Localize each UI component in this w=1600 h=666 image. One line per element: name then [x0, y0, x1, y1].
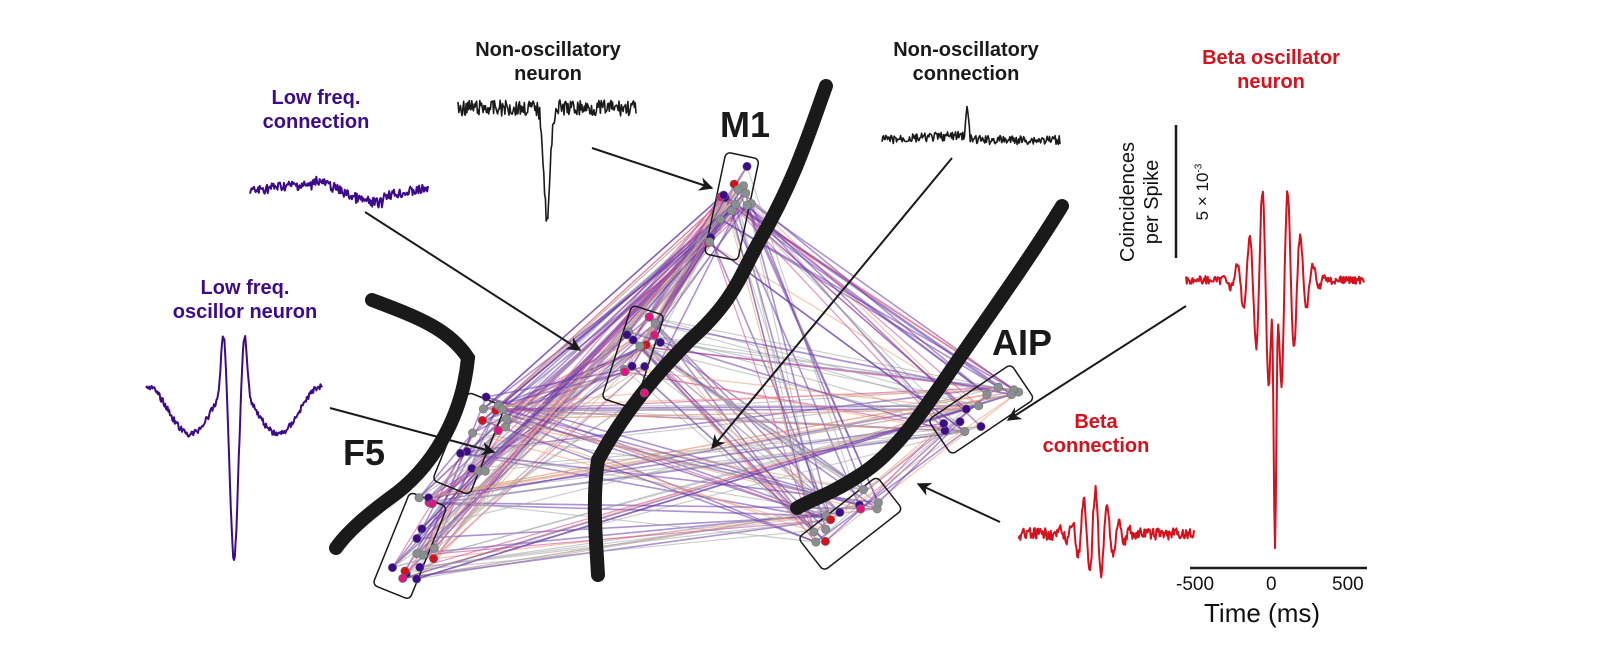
- label-line: Non-oscillatory: [856, 38, 1076, 62]
- neuron-node: [977, 422, 985, 430]
- label-low-freq-connection: Low freq. connection: [236, 86, 396, 134]
- neuron-node: [640, 362, 648, 370]
- scale-exponent: -3: [1193, 164, 1204, 173]
- neuron-node: [821, 525, 829, 533]
- label-line: Low freq.: [236, 86, 396, 110]
- neuron-node: [705, 238, 713, 246]
- arrow-non-osc-neuron: [592, 148, 712, 188]
- neuron-node: [413, 534, 421, 542]
- x-tick-0: 0: [1266, 574, 1277, 596]
- label-line: connection: [1016, 434, 1176, 458]
- neuron-node: [812, 538, 820, 546]
- trace-non-osc-connection: [882, 107, 1060, 145]
- label-line: connection: [236, 110, 396, 134]
- neuron-node: [716, 215, 724, 223]
- neuron-node: [994, 383, 1002, 391]
- label-line: Non-oscillatory: [438, 38, 658, 62]
- neuron-node: [821, 537, 829, 545]
- trace-beta-connection: [1018, 486, 1194, 578]
- neuron-node: [494, 426, 502, 434]
- neuron-node: [961, 427, 969, 435]
- neuron-node: [741, 189, 749, 197]
- neuron-node: [482, 393, 490, 401]
- neuron-node: [734, 185, 742, 193]
- neuron-node: [468, 429, 476, 437]
- neuron-node: [429, 554, 437, 562]
- neuron-node: [656, 338, 664, 346]
- neuron-node: [743, 162, 751, 170]
- neuron-node: [636, 342, 644, 350]
- neuron-node: [498, 405, 506, 413]
- arrow-low-freq-connection: [365, 212, 580, 350]
- neuron-node: [956, 417, 964, 425]
- label-line: neuron: [1166, 70, 1376, 94]
- label-line: neuron: [438, 62, 658, 86]
- neuron-node: [413, 549, 421, 557]
- neuron-node: [650, 331, 658, 339]
- label-beta-connection: Beta connection: [1016, 410, 1176, 458]
- neuron-node: [388, 563, 396, 571]
- neuron-node: [810, 528, 818, 536]
- neuron-node: [826, 516, 834, 524]
- x-tick-500: 500: [1332, 574, 1364, 596]
- neuron-node: [428, 499, 436, 507]
- y-axis-label: Coincidences per Spike: [1116, 102, 1164, 302]
- y-label-line1: Coincidences: [1116, 102, 1140, 302]
- trace-low-freq-connection: [250, 177, 428, 208]
- neuron-node: [719, 191, 727, 199]
- region-label-m1: M1: [720, 104, 770, 146]
- label-line: Beta oscillator: [1166, 46, 1376, 70]
- region-label-aip: AIP: [992, 322, 1052, 364]
- neuron-node: [412, 575, 420, 583]
- neuron-node: [621, 368, 629, 376]
- neuron-node: [640, 389, 648, 397]
- neuron-node: [731, 200, 739, 208]
- trace-low-freq-neuron: [146, 336, 322, 560]
- label-line: Low freq.: [140, 276, 350, 300]
- neuron-node: [628, 362, 636, 370]
- neuron-node: [939, 419, 947, 427]
- trace-non-osc-neuron: [458, 100, 636, 221]
- neuron-node: [1007, 390, 1015, 398]
- neuron-node: [859, 485, 867, 493]
- neuron-node: [975, 402, 983, 410]
- neuron-node: [415, 494, 423, 502]
- neuron-node: [645, 313, 653, 321]
- label-line: Beta: [1016, 410, 1176, 434]
- x-tick-neg500: -500: [1176, 574, 1214, 596]
- label-non-osc-connection: Non-oscillatory connection: [856, 38, 1076, 86]
- label-line: connection: [856, 62, 1076, 86]
- neuron-node: [418, 525, 426, 533]
- connection-edges: [392, 166, 1018, 578]
- neuron-node: [456, 449, 464, 457]
- label-line: oscillor neuron: [140, 300, 350, 324]
- scale-value: 5 × 10: [1193, 173, 1212, 221]
- neuron-node: [479, 405, 487, 413]
- arrow-beta-connection: [918, 484, 1000, 522]
- x-axis-label: Time (ms): [1204, 598, 1320, 629]
- neuron-node: [478, 416, 486, 424]
- neuron-node: [983, 390, 991, 398]
- neuron-node: [430, 544, 438, 552]
- neuron-node: [743, 201, 751, 209]
- region-label-f5: F5: [343, 432, 385, 474]
- neuron-node: [856, 505, 864, 513]
- neuron-node: [502, 414, 510, 422]
- neuron-node: [874, 499, 882, 507]
- neuron-node: [962, 405, 970, 413]
- label-beta-neuron: Beta oscillator neuron: [1166, 46, 1376, 94]
- label-non-osc-neuron: Non-oscillatory neuron: [438, 38, 658, 86]
- neuron-node: [501, 423, 509, 431]
- neuron-node: [623, 331, 631, 339]
- neuron-node: [401, 567, 409, 575]
- scale-value-label: 5 × 10-3: [1193, 127, 1217, 257]
- neuron-node: [836, 508, 844, 516]
- neuron-node: [416, 563, 424, 571]
- label-low-freq-neuron: Low freq. oscillor neuron: [140, 276, 350, 324]
- connection-edge: [825, 395, 987, 542]
- y-label-line2: per Spike: [1140, 102, 1164, 302]
- neuron-node: [481, 467, 489, 475]
